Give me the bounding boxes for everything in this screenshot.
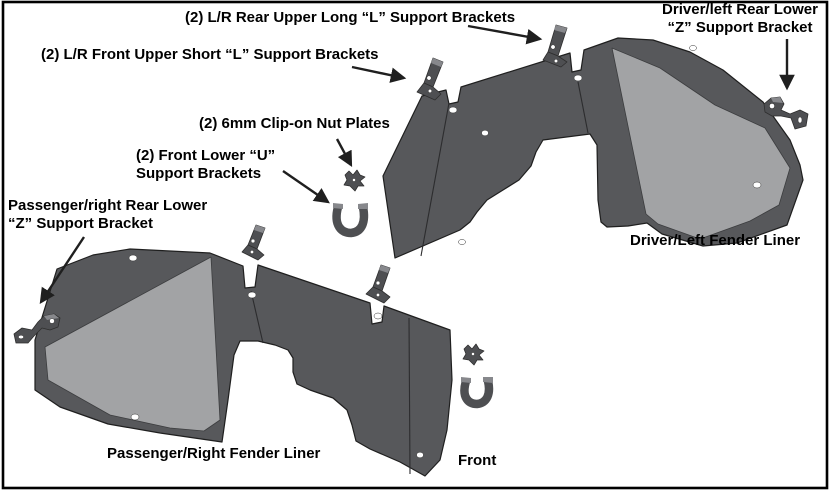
label-passenger-liner: Passenger/Right Fender Liner: [107, 445, 321, 462]
label-driver-liner: Driver/Left Fender Liner: [630, 232, 801, 249]
label-front-lower-u: (2) Front Lower “U” Support Brackets: [136, 147, 275, 183]
callout-arrows: [39, 24, 795, 304]
arrow-rear-upper-long: [467, 24, 543, 45]
arrow-passenger-z: [39, 236, 86, 304]
rear-upper-long-l-bracket: [542, 24, 568, 68]
label-driver-z-line2: “Z” Support Bracket: [667, 19, 813, 36]
nut-plate-2: [462, 343, 485, 366]
label-passenger-z-line1: Passenger/right Rear Lower: [8, 197, 208, 214]
label-nut-plates: (2) 6mm Clip-on Nut Plates: [199, 115, 390, 132]
label-front: Front: [458, 452, 497, 469]
arrow-front-upper-short: [351, 65, 407, 83]
rear-upper-long-l-bracket-2: [365, 264, 391, 304]
label-front-lower-u-line1: (2) Front Lower “U”: [136, 147, 276, 164]
arrow-nut-plate: [335, 138, 353, 168]
u-bracket-2: [460, 377, 494, 409]
label-driver-z-line1: Driver/left Rear Lower: [662, 1, 818, 18]
arrow-u-bracket: [282, 170, 330, 204]
label-passenger-z-line2: “Z” Support Bracket: [8, 215, 154, 232]
u-bracket: [332, 203, 369, 238]
driver-z-bracket: [763, 96, 809, 130]
front-upper-short-l-bracket: [416, 57, 444, 101]
label-front-upper-short-l: (2) L/R Front Upper Short “L” Support Br…: [41, 46, 379, 63]
label-front-lower-u-line2: Support Brackets: [136, 165, 262, 182]
label-passenger-z: Passenger/right Rear Lower “Z” Support B…: [8, 197, 207, 233]
passenger-z-bracket: [13, 313, 61, 344]
front-upper-short-l-bracket-2: [241, 224, 266, 261]
passenger-right-fender-liner: [34, 248, 453, 477]
nut-plate: [343, 169, 366, 192]
driver-left-fender-liner: [382, 37, 804, 259]
label-driver-z: Driver/left Rear Lower “Z” Support Brack…: [653, 1, 827, 37]
label-rear-upper-long-l: (2) L/R Rear Upper Long “L” Support Brac…: [185, 9, 516, 26]
